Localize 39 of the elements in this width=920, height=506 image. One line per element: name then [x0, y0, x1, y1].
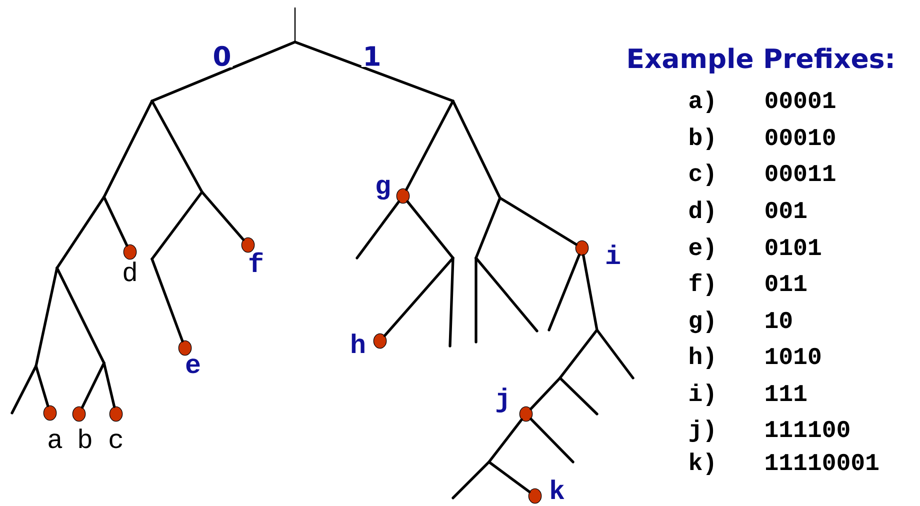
- list-heading: Example Prefixes:: [628, 48, 892, 74]
- prefix-letter: j): [690, 420, 714, 442]
- prefix-letter: d): [689, 200, 714, 223]
- prefix-letter: b): [690, 128, 714, 150]
- node-letter: e: [186, 358, 200, 374]
- prefix-bits: 111: [766, 385, 806, 401]
- prefix-letter: h): [690, 346, 714, 369]
- node-letter: g: [376, 180, 390, 200]
- prefix-bits: 1010: [766, 348, 820, 364]
- prefix-letter: e): [689, 238, 714, 260]
- tree-branch: [530, 254, 598, 410]
- node-letter: i: [606, 244, 620, 264]
- tree-branch: [383, 200, 454, 337]
- prefix-bits: 10: [766, 312, 792, 328]
- prefix-letter: k): [690, 452, 714, 475]
- node-letter: f: [250, 252, 263, 272]
- prefix-bits: 111100: [766, 420, 850, 438]
- prefix-letter: f): [690, 273, 714, 296]
- node-letter: b: [79, 428, 92, 448]
- prefix-bits: 00011: [766, 164, 836, 182]
- prefix-bits: 0101: [766, 238, 821, 256]
- prefix-letter: g): [690, 310, 714, 334]
- prefix-bits: 011: [766, 274, 806, 292]
- node-letter: k: [551, 480, 564, 499]
- prefix-bits: 11110001: [766, 454, 878, 470]
- prefix-letter: a): [690, 90, 714, 113]
- branch-bit: 1: [361, 44, 383, 68]
- node-letter: a: [48, 434, 62, 448]
- node-letter: j: [496, 388, 506, 413]
- branch-bit: 0: [211, 44, 233, 68]
- tree-branch: [488, 418, 531, 494]
- prefix-bits: 00001: [766, 92, 836, 108]
- node-letter: d: [124, 262, 136, 282]
- node-letter: h: [352, 334, 364, 353]
- prefix-bits: 00010: [766, 128, 835, 146]
- prefix-letter: i): [690, 384, 714, 406]
- node-letter: c: [110, 434, 122, 448]
- prefix-letter: c): [690, 164, 714, 186]
- prefix-bits: 001: [766, 202, 806, 218]
